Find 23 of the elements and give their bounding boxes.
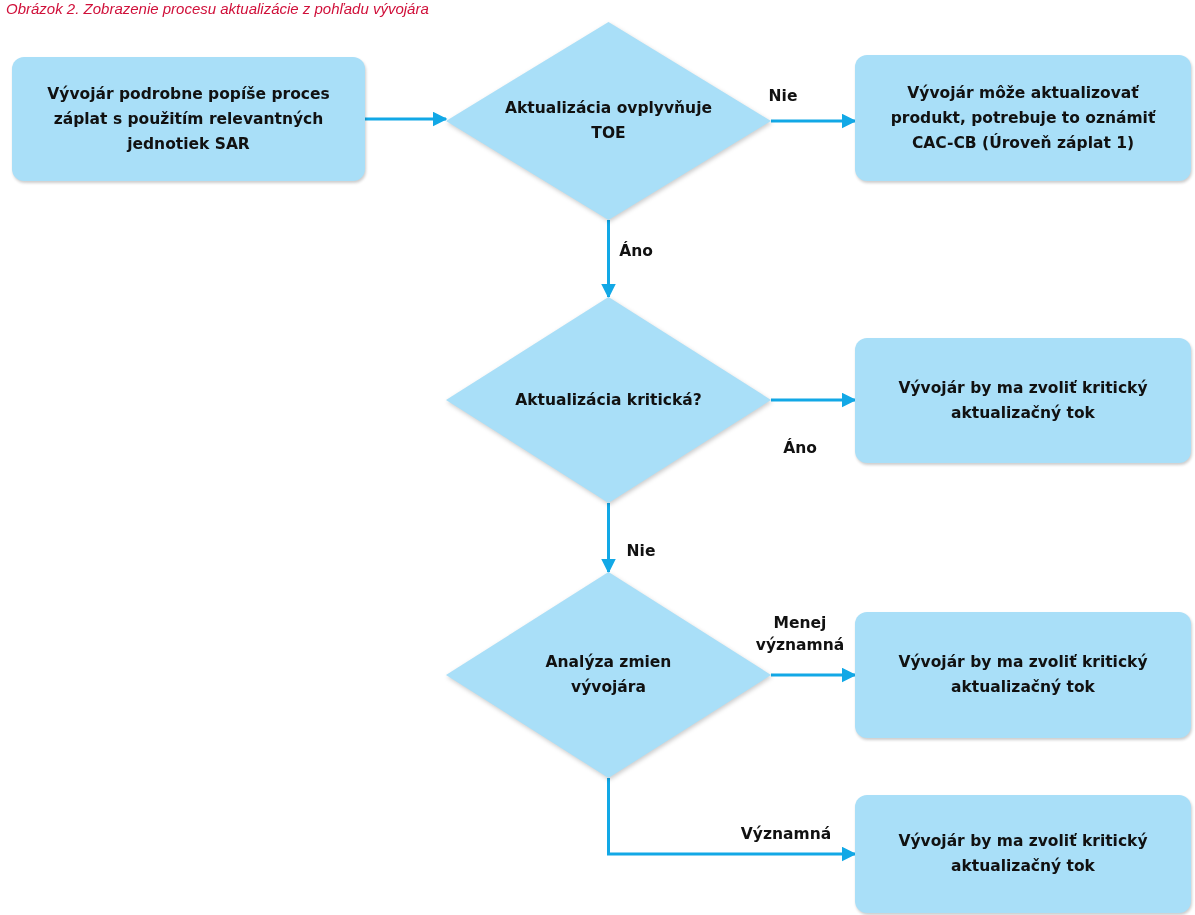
node-text: Aktualizácia kritická? <box>515 389 702 411</box>
process-box <box>855 795 1191 913</box>
node-text: Vývojár podrobne popíše proces záplat s použitím relevantných jednotiek SAR <box>46 83 331 155</box>
process-box <box>12 57 365 181</box>
decision-diamond <box>446 22 771 220</box>
node-text: Aktualizácia ovplyvňuje TOE <box>504 98 713 144</box>
arrow <box>607 778 857 862</box>
node-text: Vývojár by ma zvoliť kritický aktualizačný tok <box>897 831 1149 877</box>
arrow <box>771 392 857 408</box>
arrow <box>601 220 616 299</box>
node-text: Vývojár by ma zvoliť kritický aktualizačný tok <box>897 377 1149 424</box>
decision-diamond <box>446 297 771 503</box>
process-box <box>855 338 1191 463</box>
arrow <box>365 111 448 127</box>
node-text: Analýza zmien vývojára <box>544 652 673 698</box>
node-text: Vývojár by ma zvoliť kritický aktualizačný tok <box>897 652 1149 698</box>
process-box <box>855 612 1191 738</box>
process-box <box>855 55 1191 181</box>
arrow <box>771 667 857 683</box>
arrow <box>601 503 616 574</box>
arrow <box>771 113 857 129</box>
node-text: Vývojár môže aktualizovať produkt, potrebuje to oznámiť CAC-CB (Úroveň záplat 1) <box>889 82 1157 154</box>
figure-title: Obrázok 2. Zobrazenie procesu aktualizácie z pohľadu vývojára <box>6 0 429 17</box>
